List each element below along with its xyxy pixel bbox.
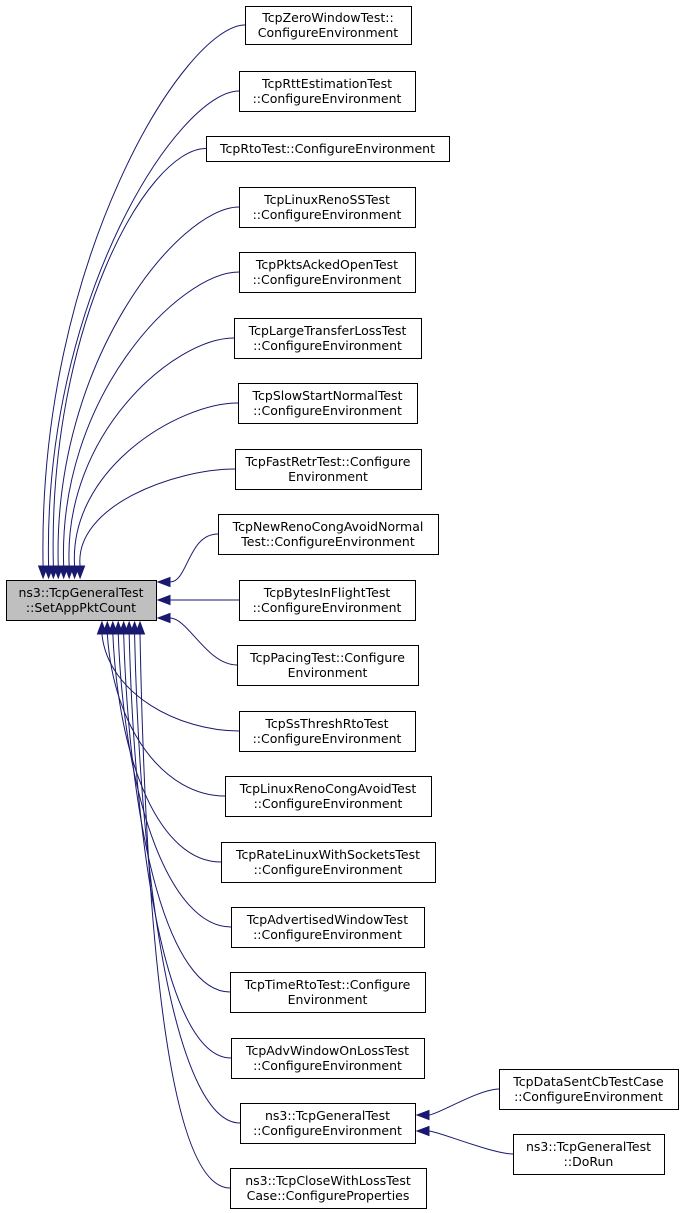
node-n17[interactable]: TcpAdvWindowOnLossTest::ConfigureEnviron… — [231, 1038, 425, 1079]
node-label: ::ConfigureEnvironment — [253, 91, 402, 106]
node-label: TcpSlowStartNormalTest — [252, 388, 403, 403]
node-label: TcpNewRenoCongAvoidNormal — [232, 519, 424, 534]
node-label: Environment — [288, 992, 368, 1007]
node-root[interactable]: ns3::TcpGeneralTest::SetAppPktCount — [6, 580, 157, 621]
edge-n07-to-root — [69, 402, 239, 580]
node-label: TcpTimeRtoTest::Configure — [244, 977, 411, 992]
node-n13[interactable]: TcpLinuxRenoCongAvoidTest::ConfigureEnvi… — [225, 776, 432, 817]
node-label: ns3::TcpGeneralTest — [526, 1139, 651, 1154]
edge-n05-to-root — [58, 271, 240, 580]
node-label: TcpLinuxRenoCongAvoidTest — [239, 781, 417, 796]
edges-layer — [37, 24, 514, 1189]
node-label: ::SetAppPktCount — [26, 600, 136, 615]
node-label: ns3::TcpGeneralTest — [265, 1108, 390, 1123]
edge-n13-to-root — [102, 620, 226, 797]
node-label: TcpAdvWindowOnLossTest — [245, 1043, 409, 1058]
node-label: TcpRttEstimationTest — [261, 76, 392, 91]
node-label: TcpAdvertisedWindowTest — [246, 912, 408, 927]
node-n05[interactable]: TcpPktsAckedOpenTest::ConfigureEnvironme… — [239, 252, 416, 293]
edge-n04-to-root — [53, 206, 240, 580]
node-label: ::ConfigureEnvironment — [254, 862, 403, 877]
edge-n02-to-root — [43, 90, 240, 580]
edge-n11-to-root — [156, 612, 238, 666]
node-n16[interactable]: TcpTimeRtoTest::ConfigureEnvironment — [230, 972, 426, 1013]
node-label: ns3::TcpGeneralTest — [18, 585, 143, 600]
node-label: ::ConfigureEnvironment — [253, 207, 402, 222]
node-label: ::ConfigureEnvironment — [253, 731, 402, 746]
edge-n21-to-n18 — [415, 1125, 514, 1155]
node-n14[interactable]: TcpRateLinuxWithSocketsTest::ConfigureEn… — [221, 842, 436, 883]
node-n21[interactable]: ns3::TcpGeneralTest::DoRun — [513, 1134, 665, 1175]
node-label: Test::ConfigureEnvironment — [240, 534, 415, 549]
node-label: ::ConfigureEnvironment — [253, 403, 402, 418]
edge-n14-to-root — [107, 620, 222, 863]
node-label: ns3::TcpCloseWithLossTest — [245, 1173, 411, 1188]
node-label: ::ConfigureEnvironment — [253, 272, 402, 287]
node-label: TcpSsThreshRtoTest — [264, 716, 388, 731]
node-label: ConfigureEnvironment — [258, 25, 398, 40]
node-label: ::DoRun — [564, 1154, 614, 1169]
node-label: ::ConfigureEnvironment — [253, 1058, 402, 1073]
node-label: TcpPacingTest::Configure — [249, 650, 405, 665]
node-label: ::ConfigureEnvironment — [254, 796, 403, 811]
node-label: ::ConfigureEnvironment — [253, 600, 402, 615]
node-label: ::ConfigureEnvironment — [253, 1123, 402, 1138]
edge-n19-to-root — [134, 620, 231, 1189]
edge-n17-to-root — [123, 620, 232, 1059]
node-n10[interactable]: TcpBytesInFlightTest::ConfigureEnvironme… — [239, 580, 416, 621]
node-n07[interactable]: TcpSlowStartNormalTest::ConfigureEnviron… — [238, 383, 418, 424]
node-label: TcpRateLinuxWithSocketsTest — [235, 847, 420, 862]
node-n11[interactable]: TcpPacingTest::ConfigureEnvironment — [237, 645, 419, 686]
edge-n15-to-root — [113, 620, 232, 928]
node-n15[interactable]: TcpAdvertisedWindowTest::ConfigureEnviro… — [231, 907, 425, 948]
edge-n06-to-root — [63, 337, 235, 580]
node-label: TcpLinuxRenoSSTest — [263, 192, 390, 207]
edge-n08-to-root — [74, 468, 236, 580]
node-label: ::ConfigureEnvironment — [253, 338, 402, 353]
node-n09[interactable]: TcpNewRenoCongAvoidNormalTest::Configure… — [218, 514, 439, 555]
edge-n10-to-root — [156, 594, 240, 606]
node-label: TcpPktsAckedOpenTest — [255, 257, 398, 272]
node-label: Case::ConfigureProperties — [247, 1188, 410, 1203]
node-label: TcpBytesInFlightTest — [263, 585, 391, 600]
nodes-layer: ns3::TcpGeneralTest::SetAppPktCount TcpZe… — [6, 6, 679, 1209]
node-label: TcpZeroWindowTest:: — [261, 10, 393, 25]
edge-n20-to-n18 — [415, 1088, 500, 1121]
node-n02[interactable]: TcpRttEstimationTest::ConfigureEnvironme… — [239, 71, 416, 112]
node-label: Environment — [288, 665, 368, 680]
node-n08[interactable]: TcpFastRetrTest::ConfigureEnvironment — [235, 449, 422, 490]
node-n01[interactable]: TcpZeroWindowTest::ConfigureEnvironment — [245, 6, 412, 45]
node-n19[interactable]: ns3::TcpCloseWithLossTestCase::Configure… — [230, 1168, 427, 1209]
node-label: TcpFastRetrTest::Configure — [245, 454, 411, 469]
node-n12[interactable]: TcpSsThreshRtoTest::ConfigureEnvironment — [239, 711, 416, 752]
node-n04[interactable]: TcpLinuxRenoSSTest::ConfigureEnvironment — [239, 187, 416, 228]
node-n06[interactable]: TcpLargeTransferLossTest::ConfigureEnvir… — [234, 318, 422, 359]
edge-n09-to-root — [156, 533, 219, 588]
node-label: TcpLargeTransferLossTest — [248, 323, 407, 338]
edge-n01-to-root — [37, 24, 246, 580]
node-n18[interactable]: ns3::TcpGeneralTest::ConfigureEnvironmen… — [240, 1103, 416, 1144]
node-label: TcpRtoTest::ConfigureEnvironment — [219, 141, 435, 156]
node-n03[interactable]: TcpRtoTest::ConfigureEnvironment — [206, 136, 450, 162]
node-label: ::ConfigureEnvironment — [253, 927, 402, 942]
node-label: TcpDataSentCbTestCase — [512, 1074, 664, 1089]
node-label: Environment — [288, 469, 368, 484]
node-n20[interactable]: TcpDataSentCbTestCase::ConfigureEnvironm… — [499, 1069, 679, 1110]
node-label: ::ConfigureEnvironment — [514, 1089, 663, 1104]
